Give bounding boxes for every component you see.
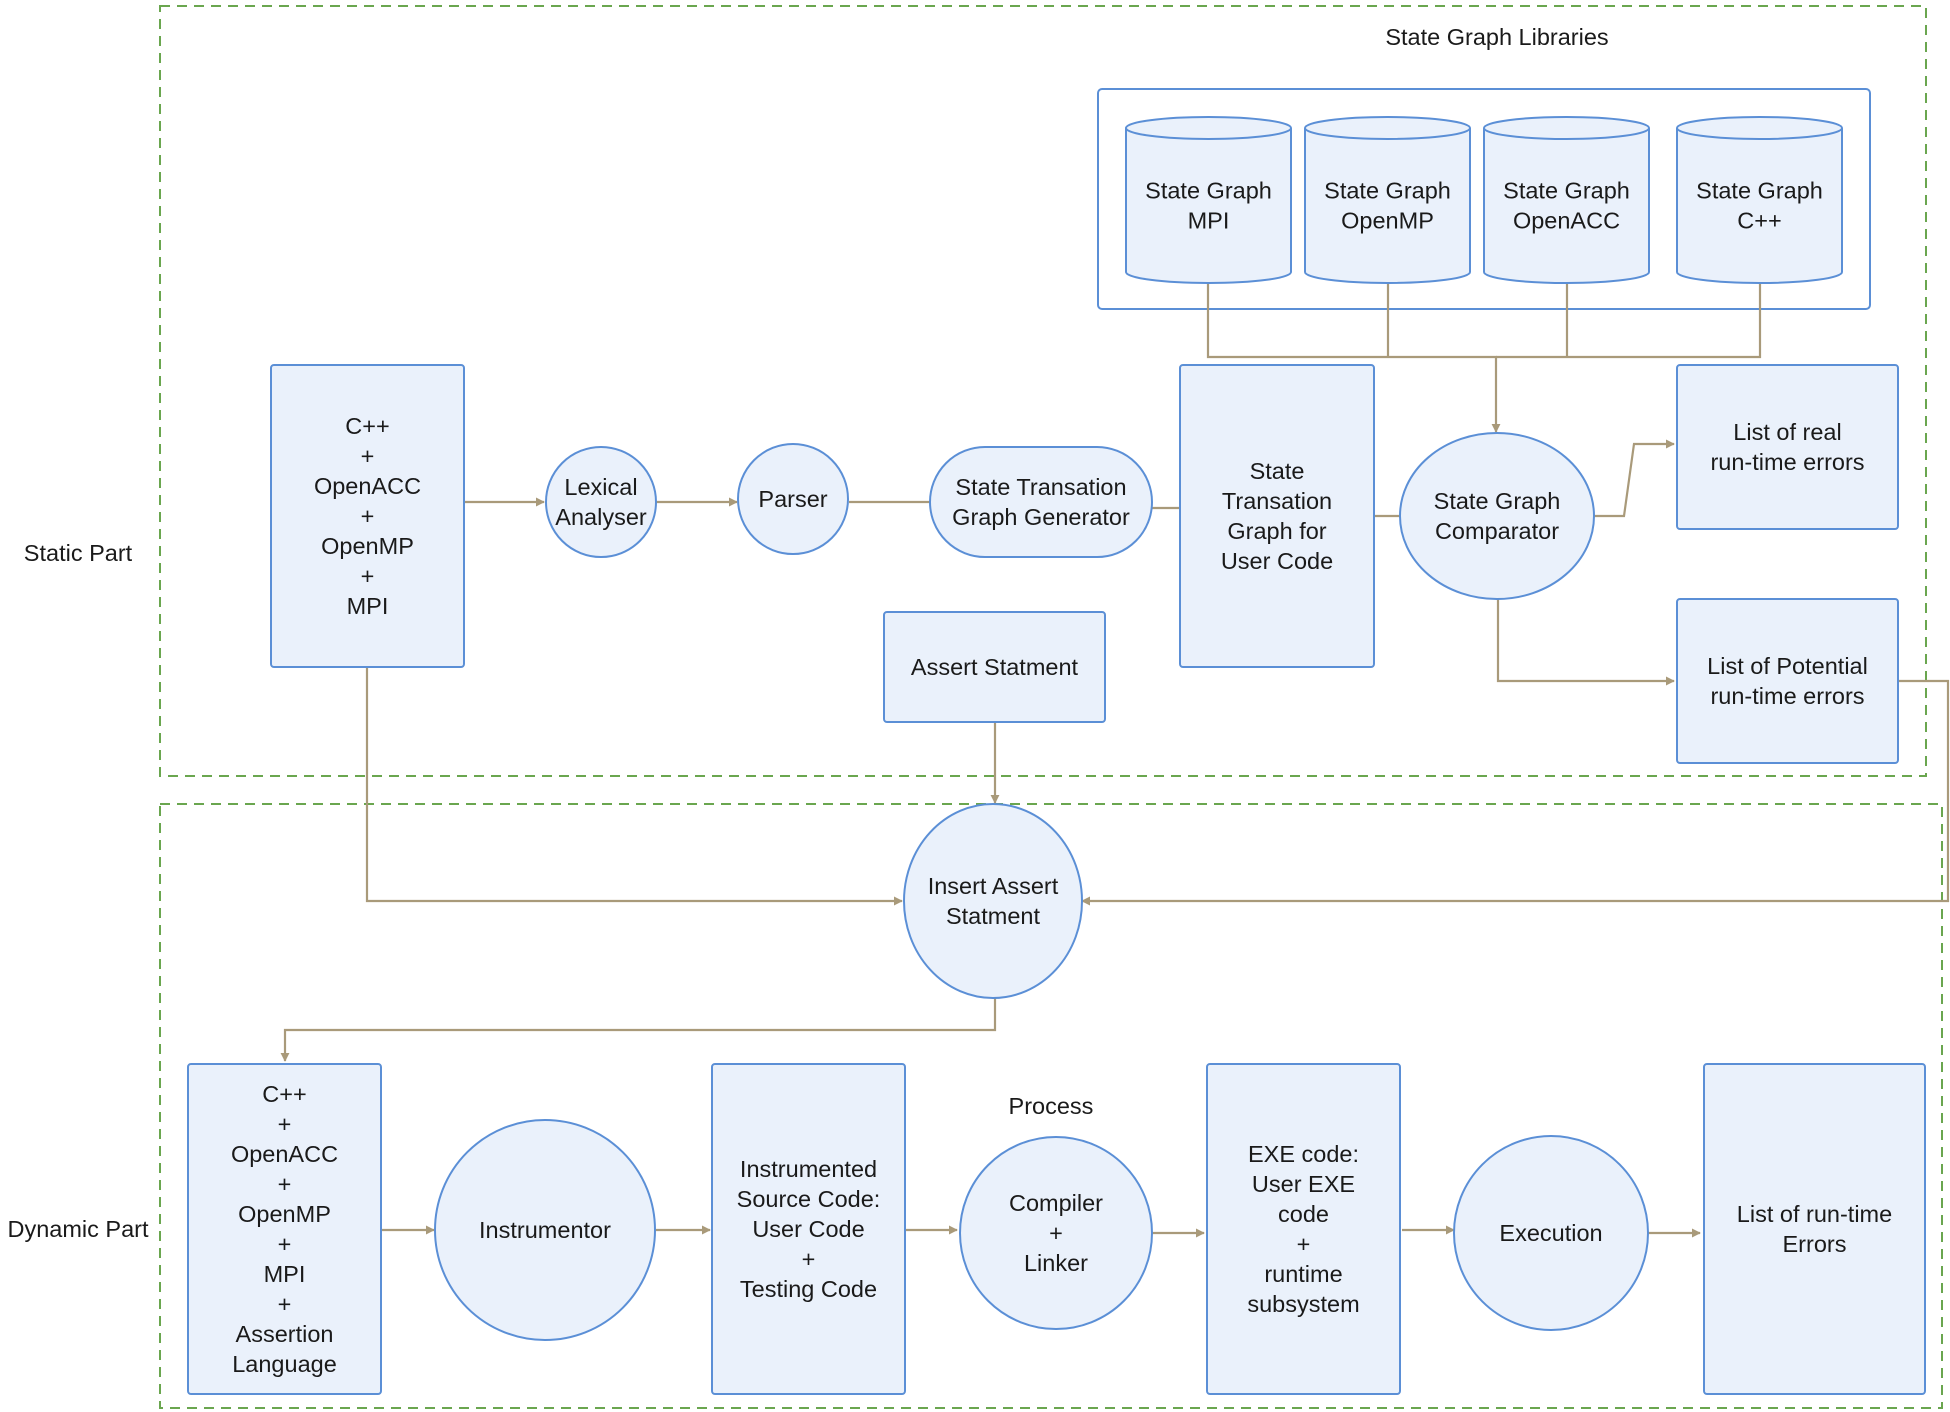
state-graph-user-code-text: Graph for [1227, 518, 1326, 544]
connectors [280, 283, 1950, 1238]
source-code-dynamic-text: + [278, 1231, 292, 1257]
source-code-dynamic-text: OpenMP [238, 1201, 331, 1227]
compiler-linker-text: Compiler [1009, 1190, 1103, 1216]
state-graph-db-mpi-text: State Graph [1145, 178, 1272, 204]
lexical-analyser-text: Lexical [564, 474, 637, 500]
edge-insert-to-dynamic-source [280, 997, 997, 1062]
assert-statement: Assert Statment [883, 611, 1106, 723]
state-graph-generator-text: Graph Generator [952, 504, 1130, 530]
state-graph-db-mpi-text: MPI [1188, 208, 1230, 234]
instrumentor-text: Instrumentor [479, 1217, 611, 1243]
potential-runtime-errors: List of Potential run-time errors [1676, 598, 1899, 764]
source-code-static: C++ + OpenACC + OpenMP + MPI [270, 364, 465, 668]
instrumented-source-code-text: Testing Code [740, 1276, 877, 1302]
exe-code-text: subsystem [1247, 1291, 1359, 1317]
libraries-container [1097, 88, 1871, 310]
real-runtime-errors-text: List of real [1733, 419, 1841, 445]
source-code-static-text: OpenMP [321, 533, 414, 559]
edge-comparator-to-real [1594, 439, 1675, 518]
compiler-linker-text: Linker [1024, 1250, 1088, 1276]
dynamic-part-border [159, 803, 1943, 1409]
edge-potential-to-insert [1081, 679, 1950, 906]
runtime-errors-list-text: Errors [1783, 1231, 1847, 1257]
compiler-linker-text: + [1049, 1220, 1063, 1246]
state-graph-db-openacc-text: State Graph [1503, 178, 1630, 204]
instrumented-source-code-text: Instrumented [740, 1156, 877, 1182]
parser-text: Parser [758, 486, 827, 512]
source-code-dynamic-text: C++ [262, 1081, 306, 1107]
dynamic-part-label: Dynamic Part [7, 1216, 149, 1242]
state-graph-db-openmp-text: State Graph [1324, 178, 1451, 204]
process-label: Process [1009, 1093, 1094, 1119]
instrumented-source-code-text: + [802, 1246, 816, 1272]
source-code-dynamic-text: Language [232, 1351, 337, 1377]
edge-source-to-insert [365, 667, 903, 906]
source-code-dynamic-text: OpenACC [231, 1141, 338, 1167]
state-graph-user-code-text: State [1250, 458, 1305, 484]
state-graph-db-cpp-text: State Graph [1696, 178, 1823, 204]
exe-code-text: User EXE [1252, 1171, 1355, 1197]
execution-text: Execution [1499, 1220, 1602, 1246]
source-code-dynamic-text: MPI [264, 1261, 306, 1287]
instrumented-source-code-text: Source Code: [737, 1186, 881, 1212]
state-graph-generator-text: State Transation [955, 474, 1126, 500]
source-code-static-text: C++ [345, 413, 389, 439]
source-code-static-text: + [361, 503, 375, 529]
state-graph-user-code-text: User Code [1221, 548, 1333, 574]
exe-code: EXE code: User EXE code + runtime subsystem [1206, 1063, 1401, 1395]
edge-db-cpp-join [1496, 283, 1762, 359]
state-graph-libraries-label: State Graph Libraries [1385, 24, 1608, 50]
state-graph-db-openacc-text: OpenACC [1513, 208, 1620, 234]
state-graph-db-openmp-text: OpenMP [1341, 208, 1434, 234]
assert-statement-text: Assert Statment [911, 654, 1079, 680]
static-part-label: Static Part [24, 540, 133, 566]
static-part-border [159, 5, 1927, 777]
compiler-linker: Compiler + Linker [959, 1136, 1153, 1330]
exe-code-text: code [1278, 1201, 1329, 1227]
instrumented-source-code-text: User Code [752, 1216, 864, 1242]
state-graph-comparator-text: State Graph [1434, 488, 1561, 514]
exe-code-text: runtime [1264, 1261, 1342, 1287]
edge-comparator-to-potential [1496, 599, 1675, 686]
edge-db-mpi-to-comparator [1206, 283, 1501, 433]
source-code-static-text: + [361, 443, 375, 469]
state-graph-db-cpp-text: C++ [1737, 208, 1781, 234]
source-code-dynamic-text: + [278, 1291, 292, 1317]
exe-code-text: + [1297, 1231, 1311, 1257]
source-code-dynamic-text: + [278, 1171, 292, 1197]
real-runtime-errors-text: run-time errors [1710, 449, 1864, 475]
runtime-errors-list-text: List of run-time [1737, 1201, 1892, 1227]
state-graph-comparator-text: Comparator [1435, 518, 1559, 544]
real-runtime-errors: List of real run-time errors [1676, 364, 1899, 530]
insert-assert-statement-text: Insert Assert [928, 873, 1059, 899]
source-code-static-text: + [361, 563, 375, 589]
source-code-dynamic-text: + [278, 1111, 292, 1137]
potential-runtime-errors-text: List of Potential [1707, 653, 1868, 679]
potential-runtime-errors-text: run-time errors [1710, 683, 1864, 709]
source-code-static-text: MPI [347, 593, 389, 619]
source-code-static-text: OpenACC [314, 473, 421, 499]
exe-code-text: EXE code: [1248, 1141, 1359, 1167]
lexical-analyser-text: Analyser [555, 504, 647, 530]
execution: Execution [1453, 1135, 1649, 1331]
source-code-dynamic-text: Assertion [236, 1321, 334, 1347]
instrumentor: Instrumentor [434, 1119, 656, 1341]
insert-assert-statement-text: Statment [946, 903, 1041, 929]
parser: Parser [737, 443, 849, 555]
state-graph-user-code-text: Transation [1222, 488, 1332, 514]
